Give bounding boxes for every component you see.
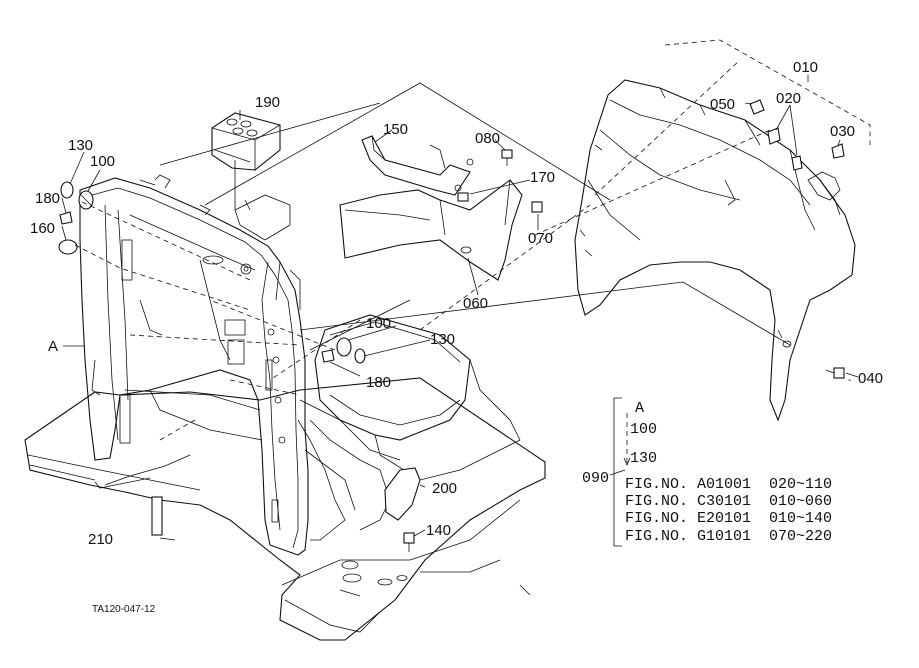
diagram-id: TA120-047-12 — [92, 604, 156, 615]
note-code-090: 090 — [582, 470, 609, 487]
part-150-bracket — [361, 135, 474, 196]
note-group-130: 130 — [630, 450, 657, 467]
svg-text:-: - — [848, 375, 851, 386]
label-070: 070 — [528, 230, 553, 247]
part-200-cover — [384, 467, 421, 521]
part-190-block — [211, 112, 281, 171]
label-100-center: 100 — [366, 315, 391, 332]
label-130-center: 130 — [430, 331, 455, 348]
label-130-left: 130 — [68, 137, 93, 154]
leader-lines — [61, 75, 859, 541]
note-fig-ref-3: FIG.NO. E20101 010~140 — [625, 510, 832, 527]
label-A: A — [48, 338, 58, 355]
note-fig-ref-4: FIG.NO. G10101 070~220 — [625, 528, 832, 545]
part-labels: 010 020 030 040 - 050 060 070 080 100 10… — [30, 59, 883, 548]
seat-base — [299, 314, 521, 481]
note-fig-ref-2: FIG.NO. C30101 010~060 — [625, 493, 832, 510]
label-140: 140 — [426, 522, 451, 539]
base-frame — [24, 377, 546, 641]
label-180-center: 180 — [366, 374, 391, 391]
label-210: 210 — [88, 531, 113, 548]
label-150: 150 — [383, 121, 408, 138]
label-060: 060 — [463, 295, 488, 312]
label-050: 050 — [710, 96, 735, 113]
hardware — [58, 99, 845, 552]
label-190: 190 — [255, 94, 280, 111]
label-100-left: 100 — [90, 153, 115, 170]
label-160: 160 — [30, 220, 55, 237]
label-180-left: 180 — [35, 190, 60, 207]
part-210-plate — [151, 496, 163, 536]
label-030: 030 — [830, 123, 855, 140]
label-010: 010 — [793, 59, 818, 76]
reference-note: A 100 130 090 FIG.NO. A01001 020~110 FIG… — [582, 400, 832, 545]
note-group-a: A — [635, 400, 644, 417]
part-060-side-cover — [339, 179, 523, 281]
note-group-100: 100 — [630, 421, 657, 438]
note-fig-ref-1: FIG.NO. A01001 020~110 — [625, 476, 832, 493]
dashed-lines — [74, 39, 871, 441]
label-080: 080 — [475, 130, 500, 147]
label-040: 040 — [858, 370, 883, 387]
part-010-fender — [574, 79, 856, 422]
note-bracket — [613, 397, 631, 547]
label-020: 020 — [776, 90, 801, 107]
label-200: 200 — [432, 480, 457, 497]
reference-lines — [159, 82, 791, 351]
label-170: 170 — [530, 169, 555, 186]
